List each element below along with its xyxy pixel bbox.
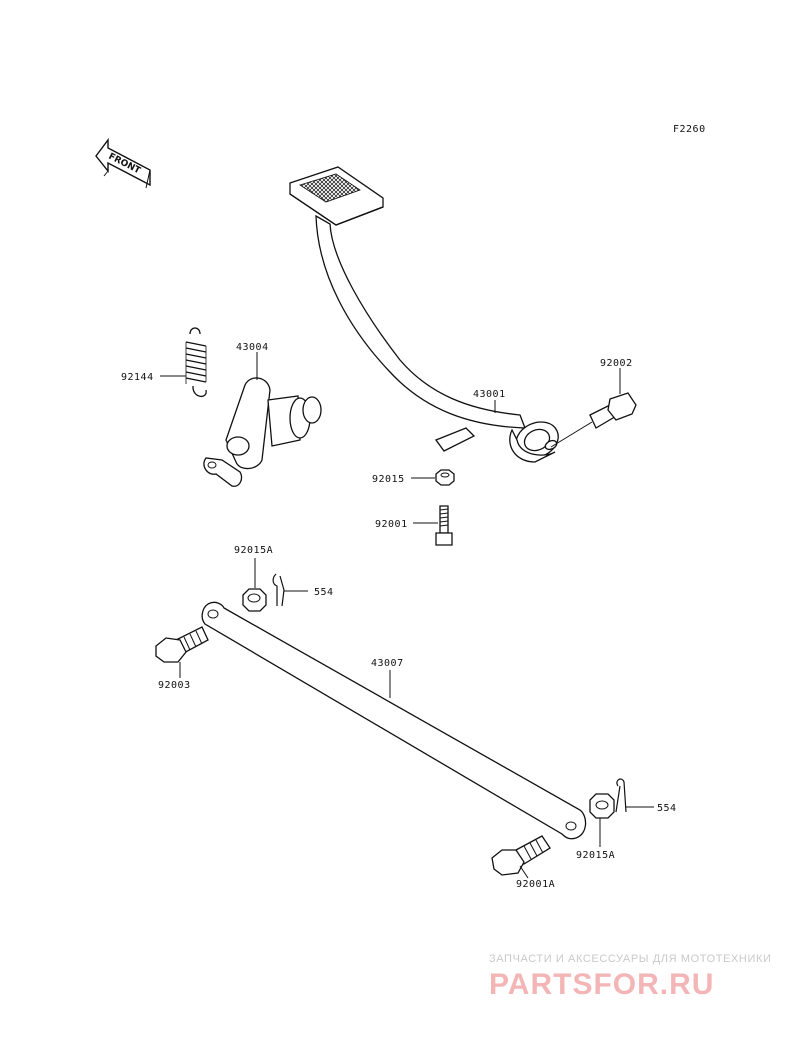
figure-code: F2260	[673, 124, 706, 135]
part-label-554-upper: 554	[314, 587, 334, 598]
watermark-logo: PARTSFOR.RU	[489, 968, 714, 1001]
front-arrow-icon: FRONT	[95, 137, 151, 189]
part-label-92144: 92144	[121, 372, 154, 383]
bolt	[435, 505, 453, 546]
part-label-92001A: 92001A	[516, 879, 555, 890]
upper-pin	[272, 573, 285, 607]
part-label-92015A-lower: 92015A	[576, 850, 615, 861]
lower-pin	[615, 778, 627, 813]
part-label-92015: 92015	[372, 474, 405, 485]
part-label-92002: 92002	[600, 358, 633, 369]
part-label-554-lower: 554	[657, 803, 677, 814]
brake-pedal	[289, 166, 559, 463]
upper-nut	[242, 588, 267, 612]
rod	[201, 601, 587, 840]
spring	[185, 327, 207, 397]
part-label-92001: 92001	[375, 519, 408, 530]
part-label-43004: 43004	[236, 342, 269, 353]
front-label: FRONT	[107, 152, 143, 177]
part-label-43001: 43001	[473, 389, 506, 400]
lever-shaft	[203, 377, 322, 487]
lower-bolt	[491, 835, 551, 876]
part-label-92015A-upper: 92015A	[234, 545, 273, 556]
rear-bolt	[155, 626, 209, 663]
lower-nut	[589, 793, 615, 819]
watermark-subtitle: ЗАПЧАСТИ И АКСЕССУАРЫ ДЛЯ МОТОТЕХНИКИ	[489, 953, 771, 965]
nut	[435, 469, 455, 486]
part-label-43007: 43007	[371, 658, 404, 669]
part-label-92003: 92003	[158, 680, 191, 691]
pedal-bolt	[589, 392, 637, 429]
